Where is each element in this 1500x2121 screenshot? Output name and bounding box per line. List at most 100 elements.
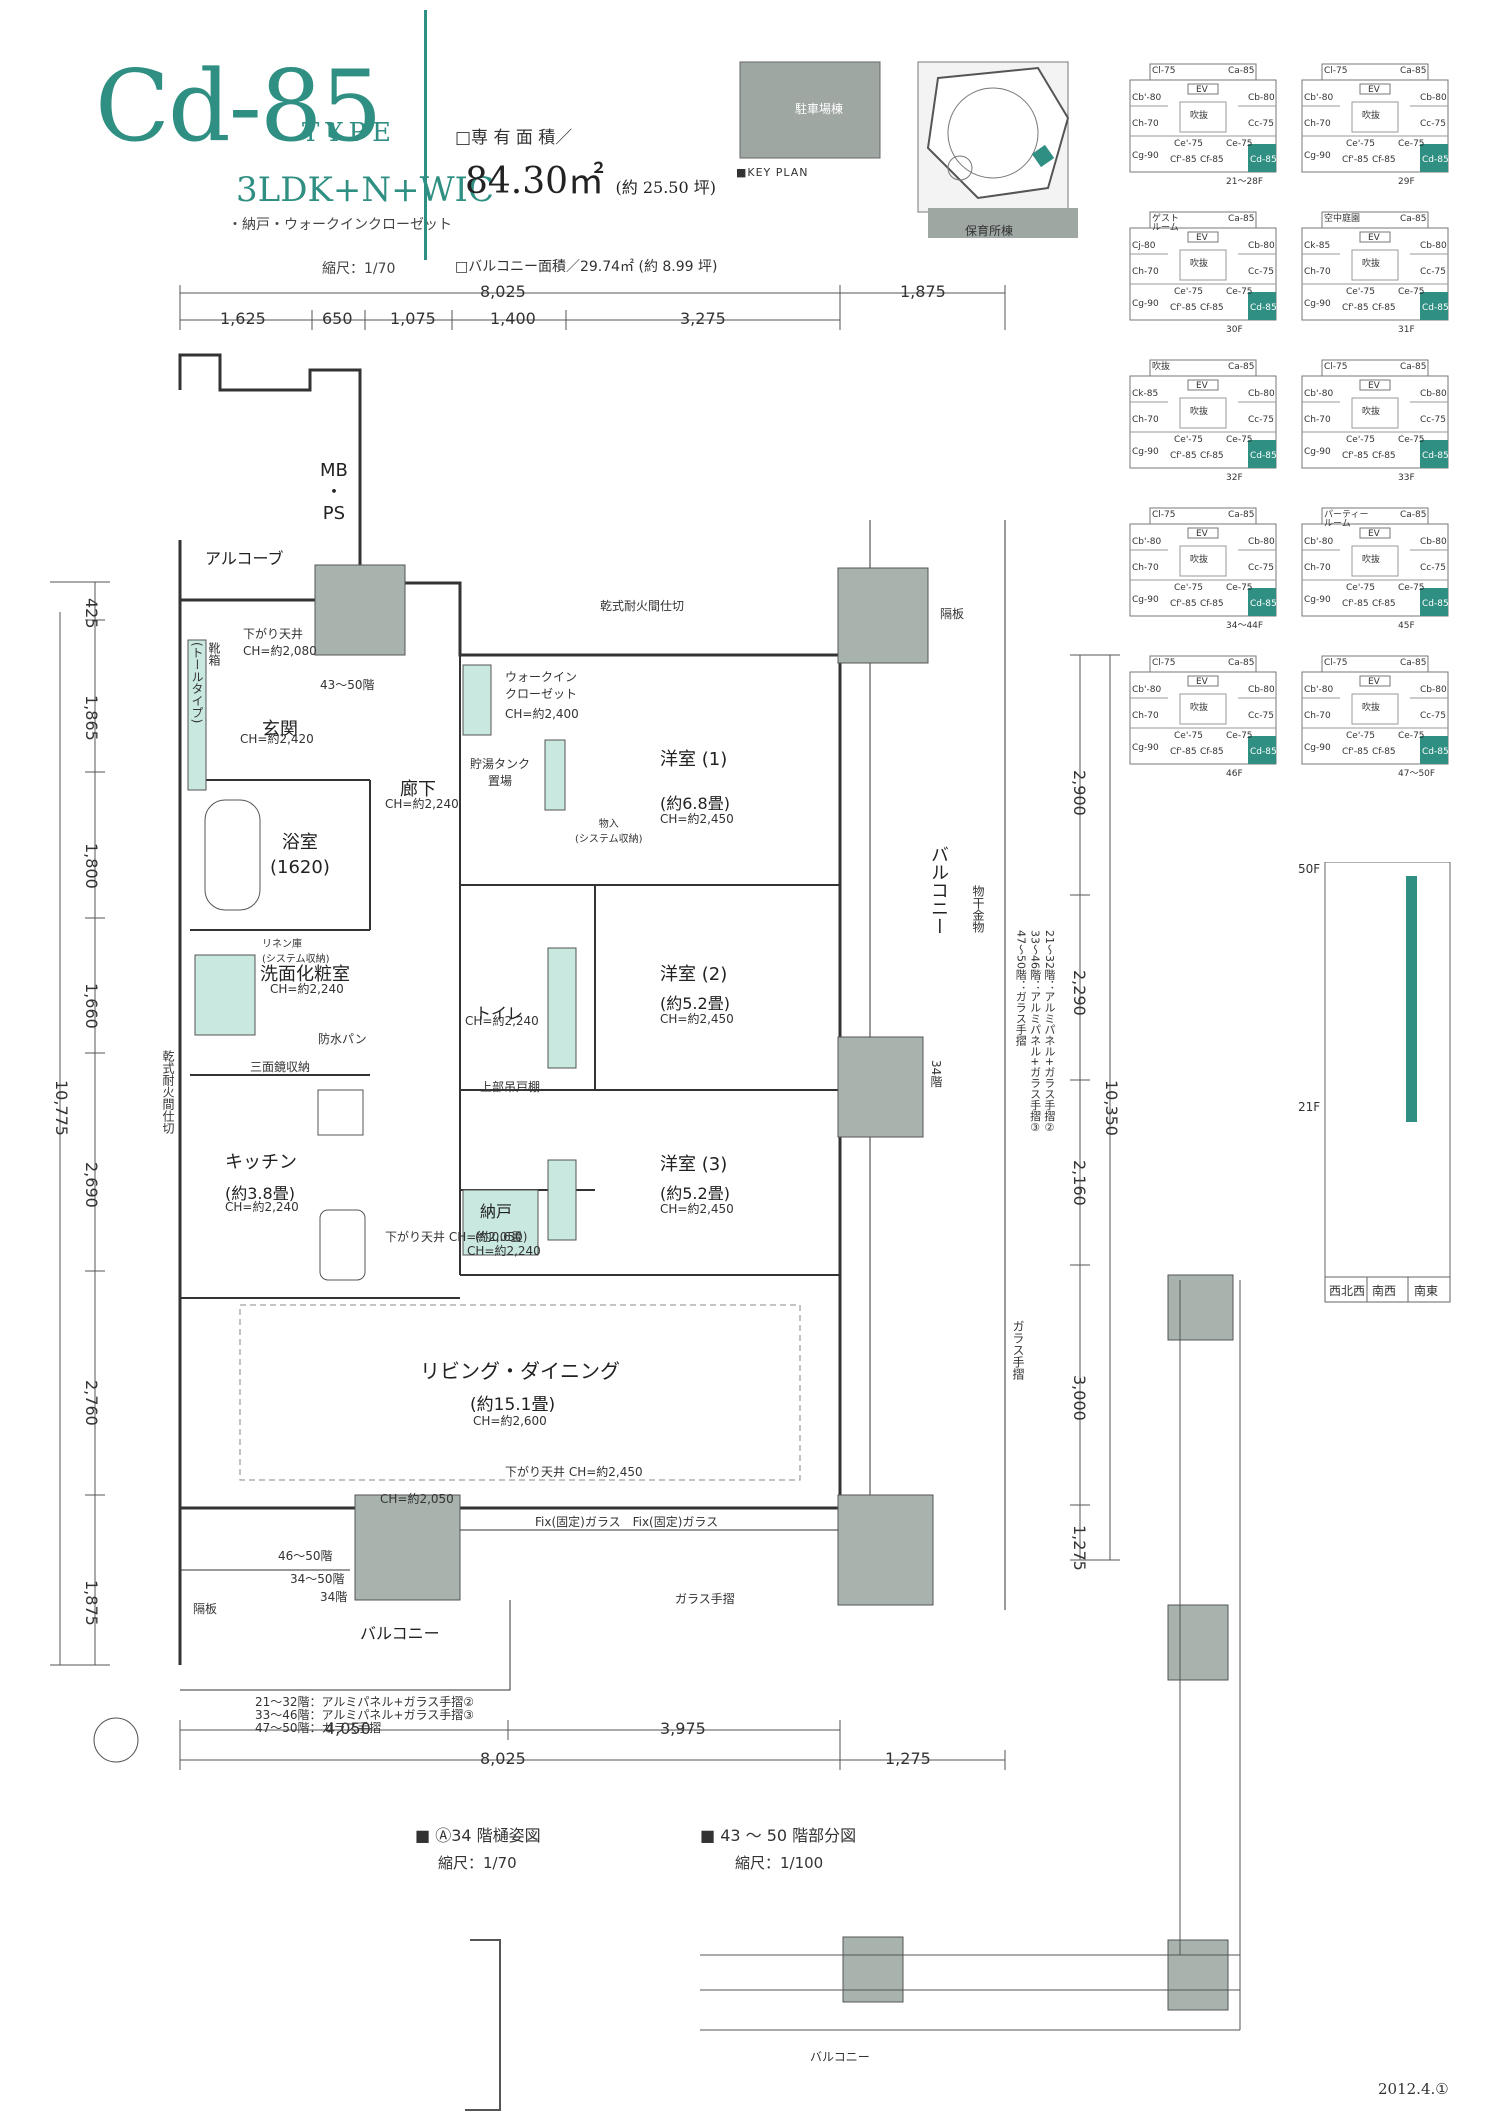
mini-right-unit-2: Cc-75 <box>1248 119 1274 129</box>
elevation-col-row <box>1324 1276 1451 1303</box>
mini-top-right-unit: Ca-85 <box>1400 214 1427 224</box>
railing-notes-vertical: 21～32階：アルミパネル+ガラス手摺② 33～46階：アルミパネル+ガラス手摺… <box>1014 930 1056 1135</box>
monoire-label: 物入 (システム収納) <box>575 819 643 845</box>
mini-floor-range: 34～44F <box>1226 621 1264 631</box>
mini-bottom-unit: Cg-90 <box>1132 447 1159 457</box>
mini-highlight-unit: Cd-85 <box>1250 599 1277 609</box>
nando-label: 納戸 <box>480 1202 513 1221</box>
walls <box>178 353 1006 1691</box>
mini-top-unit: Cl-75 <box>1324 362 1348 372</box>
mini-floor-range: 21～28F <box>1226 177 1264 187</box>
mini-right-unit-1: Cb-80 <box>1248 537 1275 547</box>
mini-bottom-unit: Cg-90 <box>1132 151 1159 161</box>
mini-bottom-unit: Ce-75 <box>1226 287 1253 297</box>
dim-left: 1,865 <box>82 695 101 741</box>
mini-top-unit: Cl-75 <box>1152 658 1176 668</box>
mini-void: 吹抜 <box>1190 555 1209 565</box>
glass-tesuri-vertical: ガラス手摺 <box>1011 1320 1025 1380</box>
kanshiki-label: 乾式耐火間仕切 <box>600 599 685 613</box>
floor4350-label: 43～50階 <box>320 678 375 692</box>
mini-ev: EV <box>1196 381 1208 391</box>
mini-floor-range: 29F <box>1398 177 1415 187</box>
chotou-label: 貯湯タンク 置場 <box>470 757 531 788</box>
mini-top-right-unit: Ca-85 <box>1228 362 1255 372</box>
elevation-top: 50F <box>1298 862 1321 876</box>
nursery-label: 保育所棟 <box>965 224 1014 238</box>
mini-bottom-unit: Ce'-75 <box>1346 731 1375 741</box>
mini-bottom-unit: Ce'-75 <box>1346 287 1375 297</box>
dim-right-total: 10,350 <box>1102 1080 1121 1136</box>
mini-void: 吹抜 <box>1190 407 1209 417</box>
partial-balcony-label: バルコニー <box>810 2050 870 2064</box>
mini-bottom-unit: Ce'-75 <box>1346 139 1375 149</box>
parking-label: 駐車場棟 <box>795 102 844 116</box>
storage-fills <box>187 639 577 1256</box>
dim-left: 425 <box>82 598 101 629</box>
legend-a-scale: 縮尺：1/70 <box>438 1854 517 1872</box>
mini-right-unit-1: Cb-80 <box>1248 93 1275 103</box>
key-plan <box>739 61 1078 238</box>
mini-left-unit-2: Ch-70 <box>1132 711 1159 721</box>
mini-plan-outline <box>1301 507 1449 617</box>
mini-top-right-unit: Ca-85 <box>1400 510 1427 520</box>
mini-top-unit: Cl-75 <box>1324 658 1348 668</box>
mini-plan-outline <box>1129 211 1277 321</box>
mini-ev: EV <box>1368 677 1380 687</box>
mini-right-unit-2: Cc-75 <box>1248 711 1274 721</box>
mini-floor-range: 32F <box>1226 473 1243 483</box>
mini-floor-range: 31F <box>1398 325 1415 335</box>
dim-left-total: 10,775 <box>52 1080 71 1136</box>
senmen-label: 洗面化粧室 <box>260 964 350 985</box>
mini-highlight-unit: Cd-85 <box>1250 303 1277 313</box>
kitchen-ch: CH=約2,240 <box>225 1200 299 1214</box>
toilet-label: トイレ <box>475 1004 524 1023</box>
mini-bottom-unit: Cg-90 <box>1132 299 1159 309</box>
mini-bottom-unit: Ce-75 <box>1226 731 1253 741</box>
mini-left-unit-2: Ch-70 <box>1304 267 1331 277</box>
mini-left-unit-1: Cb'-80 <box>1132 93 1162 103</box>
monohoshi-label: 物干金物 <box>971 885 985 933</box>
mini-void: 吹抜 <box>1362 407 1381 417</box>
nando-size: (約0.6畳) <box>475 1230 528 1244</box>
ld-label: リビング・ダイニング <box>420 1359 620 1383</box>
dim-bottom-overall-2: 1,275 <box>885 1749 931 1768</box>
nursery-building <box>928 208 1078 238</box>
mini-bottom-unit: Ce'-75 <box>1174 435 1203 445</box>
mini-right-unit-1: Cb-80 <box>1420 389 1447 399</box>
stove <box>317 1089 364 1136</box>
mini-bottom-unit: Cf-85 <box>1200 747 1224 757</box>
mini-bottom-unit: Cf-85 <box>1200 599 1224 609</box>
mini-bottom-unit: Ce'-75 <box>1346 435 1375 445</box>
elevation-col-nnw: 西北西 <box>1329 1284 1366 1298</box>
columns <box>314 564 1234 2011</box>
legend-b-scale: 縮尺：1/100 <box>735 1854 824 1872</box>
tower-core <box>947 87 1039 179</box>
dim-left: 1,875 <box>82 1580 101 1626</box>
mini-bottom-unit: Cg-90 <box>1304 447 1331 457</box>
tower-outline <box>926 66 1070 200</box>
dim-right: 3,000 <box>1070 1375 1089 1421</box>
type-title: Cd-85 <box>95 50 383 164</box>
mini-bottom-unit: Cf'-85 <box>1170 599 1197 609</box>
mini-void: 吹抜 <box>1362 111 1381 121</box>
mini-left-unit-1: Cb'-80 <box>1304 537 1334 547</box>
mini-bottom-unit: Cg-90 <box>1132 743 1159 753</box>
mini-ev: EV <box>1368 381 1380 391</box>
mini-floor-range: 46F <box>1226 769 1243 779</box>
mini-right-unit-2: Cc-75 <box>1248 267 1274 277</box>
layout-label: 3LDK+N+WIC <box>236 170 494 210</box>
fix-glass-label: Fix(固定)ガラス Fix(固定)ガラス <box>535 1515 719 1529</box>
mini-plan-outline <box>1129 359 1277 469</box>
dim-right: 2,900 <box>1070 770 1089 816</box>
title-divider <box>424 10 427 260</box>
mini-bottom-unit: Ce-75 <box>1398 287 1425 297</box>
mini-top-right-unit: Ca-85 <box>1400 658 1427 668</box>
mini-top-right-unit: Ca-85 <box>1400 362 1427 372</box>
dim-bottom-part-2: 3,975 <box>660 1719 706 1738</box>
mini-bottom-unit: Cg-90 <box>1132 595 1159 605</box>
mini-bottom-unit: Ce'-75 <box>1174 287 1203 297</box>
